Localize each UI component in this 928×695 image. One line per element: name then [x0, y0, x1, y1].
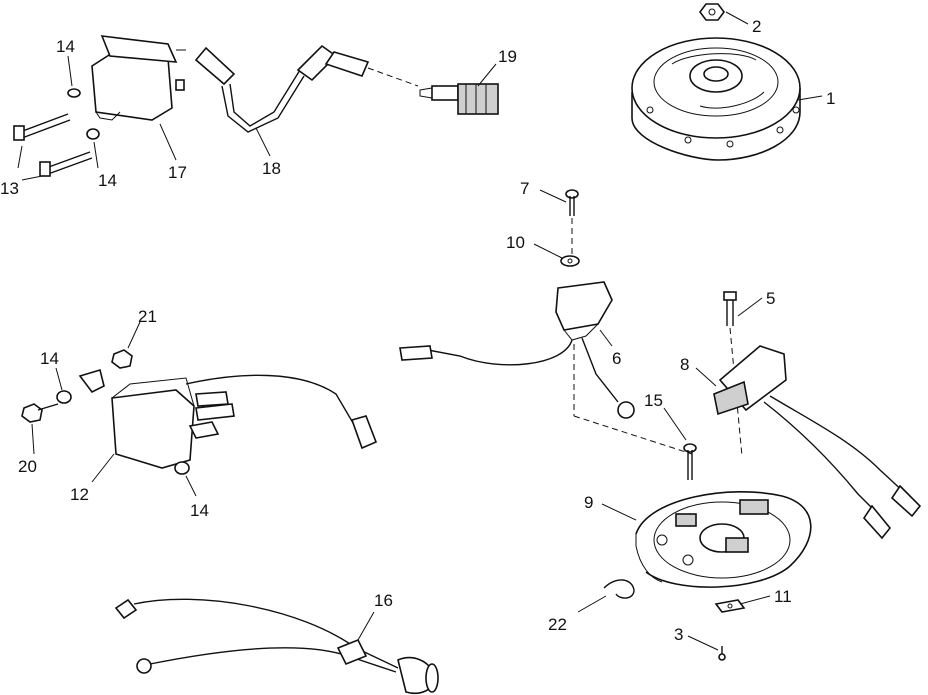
- callout-1: 1: [826, 89, 835, 108]
- callout-12: 12: [70, 485, 89, 504]
- coil-bolts-part: [13, 88, 100, 177]
- wire-clip-part: [603, 579, 635, 599]
- leader-lines: [17, 11, 823, 651]
- charge-coil-part: [713, 345, 922, 540]
- callout-15: 15: [644, 391, 663, 410]
- callout-19: 19: [498, 47, 517, 66]
- callout-3: 3: [674, 625, 683, 644]
- small-screw-part: [718, 646, 726, 661]
- callout-14-cdi-bottom: 14: [190, 501, 209, 520]
- callout-22: 22: [548, 615, 567, 634]
- flywheel-part: [631, 37, 801, 161]
- spark-plug-part: [419, 83, 499, 115]
- callout-2: 2: [752, 17, 761, 36]
- cdi-fasteners-part: [21, 349, 190, 475]
- flywheel-nut-part: [699, 3, 725, 21]
- callout-20: 20: [18, 457, 37, 476]
- charge-coil-screw-part: [723, 291, 743, 457]
- callout-13: 13: [0, 179, 19, 198]
- pulser-screw-part: [560, 189, 580, 267]
- callout-14-cdi-left: 14: [40, 349, 59, 368]
- pulser-coil-part: [399, 281, 693, 455]
- callout-17: 17: [168, 163, 187, 182]
- callout-10: 10: [506, 233, 525, 252]
- ignition-coil-part: [91, 35, 186, 121]
- stator-plate-part: [635, 491, 812, 588]
- clamp-part: [714, 599, 746, 613]
- stator-screw-part: [683, 443, 697, 480]
- callout-11: 11: [774, 587, 792, 606]
- callout-5: 5: [766, 289, 775, 308]
- callout-6: 6: [612, 349, 621, 368]
- callout-7: 7: [520, 179, 529, 198]
- callout-18: 18: [262, 159, 281, 178]
- callout-9: 9: [584, 493, 593, 512]
- callout-14-coil-top: 14: [56, 37, 75, 56]
- callout-21: 21: [138, 307, 157, 326]
- wire-harness-part: [114, 598, 439, 694]
- callout-8: 8: [680, 355, 689, 374]
- cdi-unit-part: [78, 368, 378, 469]
- callout-14-coil-bottom: 14: [98, 171, 117, 190]
- callout-16: 16: [374, 591, 393, 610]
- spark-plug-lead-part: [194, 44, 370, 133]
